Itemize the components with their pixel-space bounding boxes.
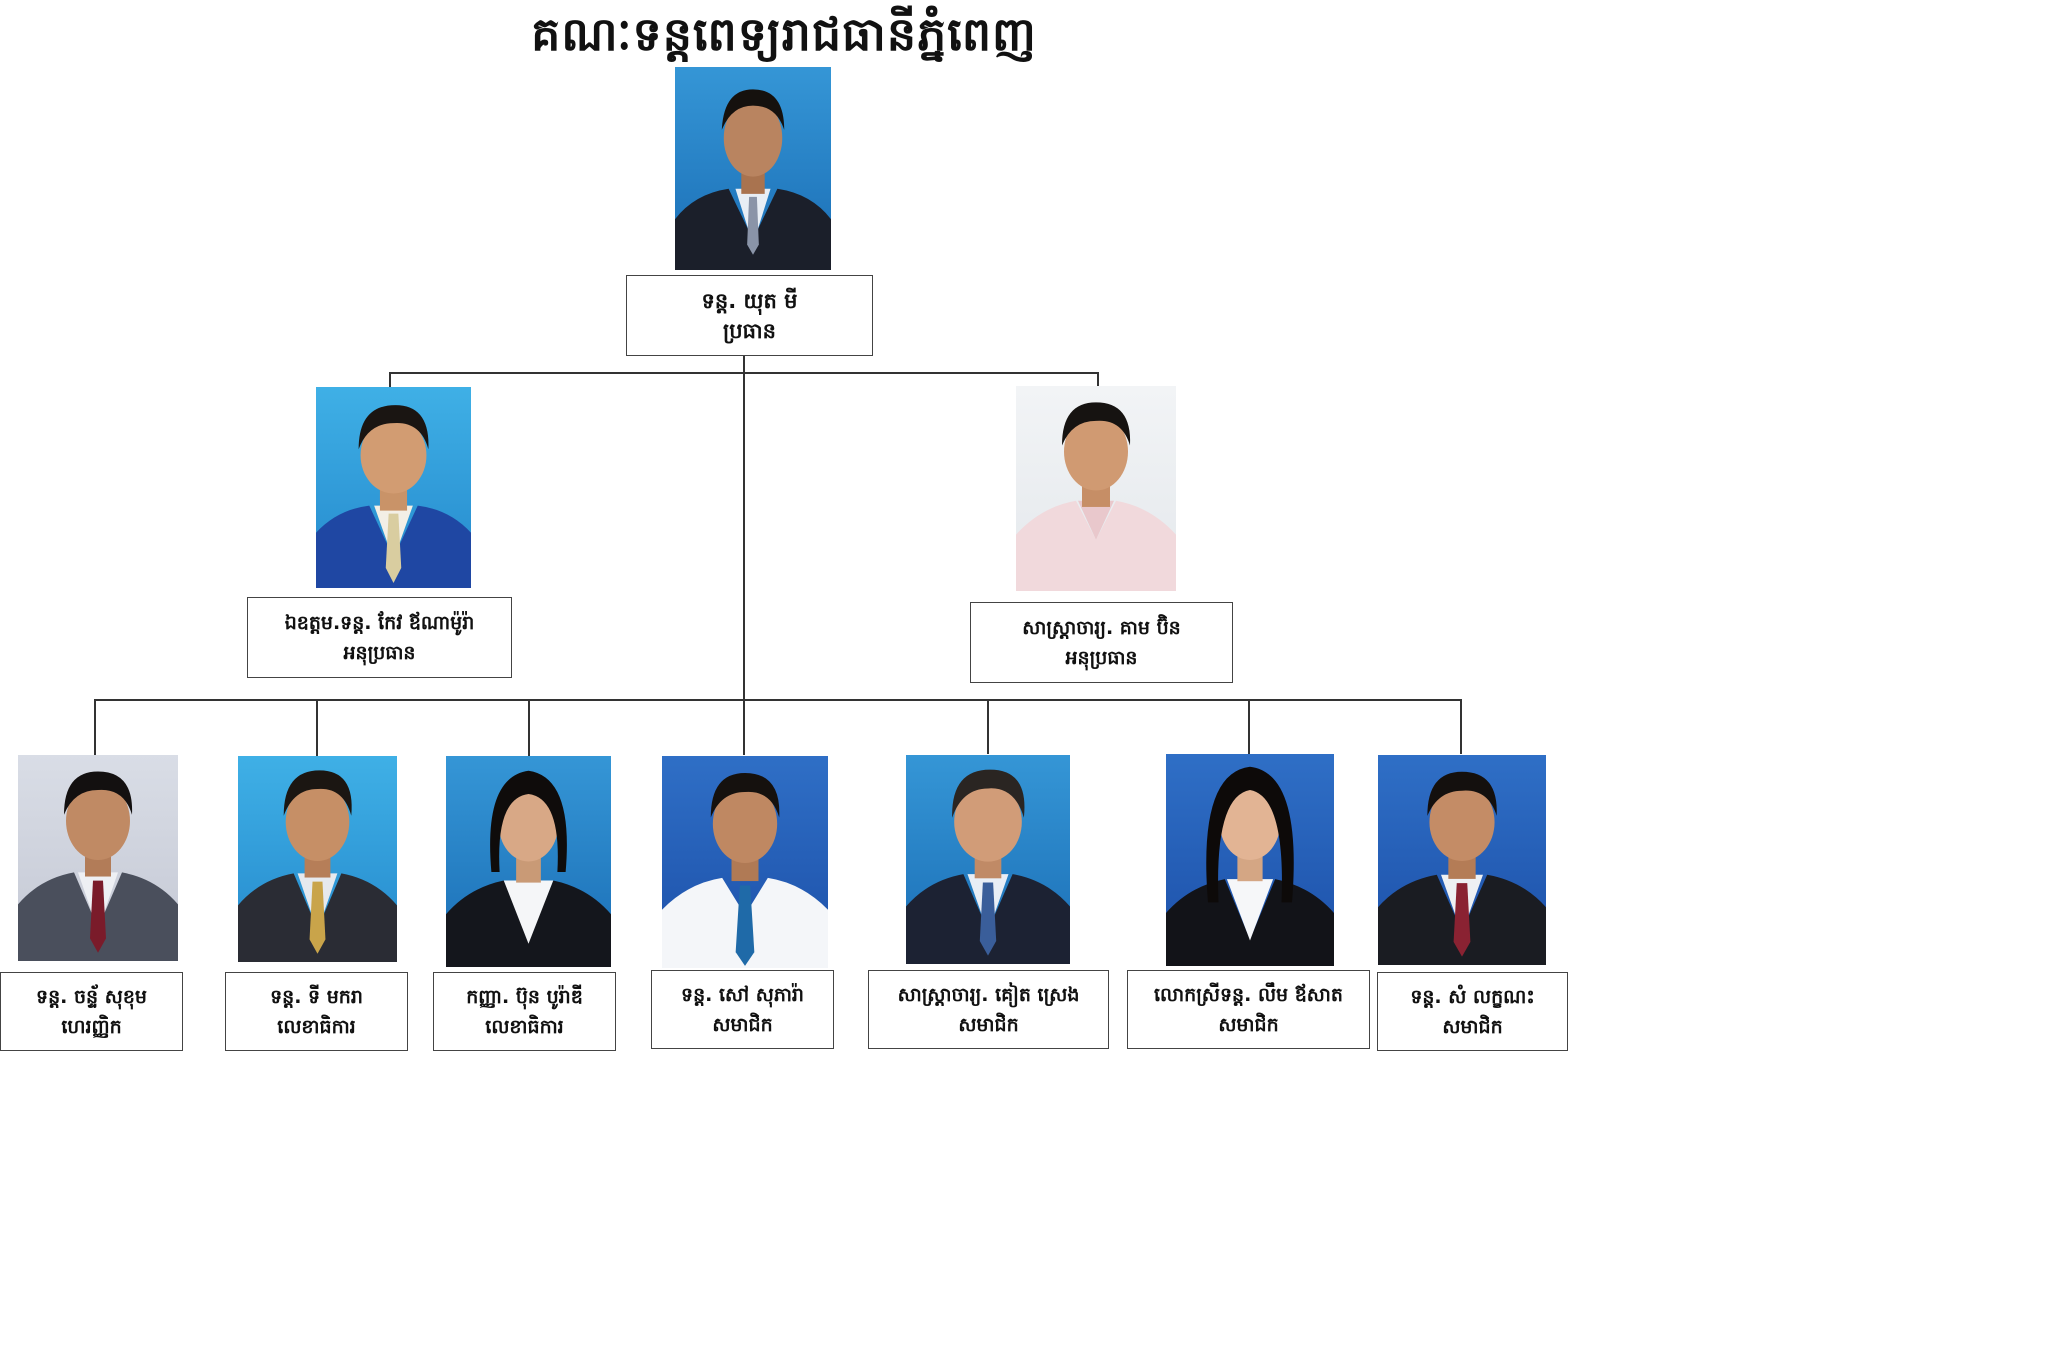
connector-member-drop	[94, 699, 96, 755]
connector-trunk	[743, 355, 745, 755]
member-card: ទន្ត. សំ លក្ខណះ សមាជិក	[1377, 972, 1568, 1051]
member-photo	[1166, 754, 1334, 966]
member-photo	[906, 755, 1070, 964]
member-photo	[662, 756, 828, 968]
member-role: លេខាធិការ	[277, 1015, 356, 1038]
page-title: គណៈទន្តពេទ្យរាជធានីភ្នំពេញ	[531, 7, 1037, 61]
vice-president-name: ឯឧត្តម.ទន្ត. កែវ ឪណាម៉ូរ៉ា	[284, 611, 475, 634]
member-card: ទន្ត. ចន្ទ័ សុខុម ហេរញ្ញិក	[0, 972, 183, 1051]
member-card: សាស្ត្រាចារ្យ. គៀត ស្រេង សមាជិក	[868, 970, 1109, 1049]
member-photo	[1378, 755, 1546, 965]
president-photo	[675, 67, 831, 270]
president-card: ទន្ត. យុត មី ប្រធាន	[626, 275, 873, 356]
president-role: ប្រធាន	[723, 318, 776, 343]
member-name: កញ្ញា. ប៊ុន បូរ៉ាឌី	[466, 985, 583, 1008]
member-role: ហេរញ្ញិក	[61, 1015, 122, 1038]
member-name: ទន្ត. សៅ សុភារ៉ា	[681, 983, 804, 1006]
member-name: ទន្ត. សំ លក្ខណះ	[1410, 985, 1535, 1008]
connector-member-drop	[987, 699, 989, 754]
connector-member-drop	[1460, 699, 1462, 754]
vice-president-card: ឯឧត្តម.ទន្ត. កែវ ឪណាម៉ូរ៉ា អនុប្រធាន	[247, 597, 512, 678]
member-role: សមាជិក	[958, 1013, 1019, 1036]
vice-president-role: អនុប្រធាន	[1065, 646, 1138, 669]
member-photo	[238, 756, 397, 962]
connector-member-drop	[1248, 699, 1250, 754]
member-role: លេខាធិការ	[485, 1015, 564, 1038]
connector-vp2-drop	[1097, 372, 1099, 387]
member-role: សមាជិក	[1442, 1015, 1503, 1038]
member-photo	[446, 756, 611, 967]
president-name: ទន្ត. យុត មី	[701, 288, 798, 313]
member-card: កញ្ញា. ប៊ុន បូរ៉ាឌី លេខាធិការ	[433, 972, 616, 1051]
member-card: ទន្ត. សៅ សុភារ៉ា សមាជិក	[651, 970, 834, 1049]
connector-vp-bar	[389, 372, 1099, 374]
connector-member-drop	[528, 699, 530, 756]
connector-member-drop	[316, 699, 318, 756]
vice-president-role: អនុប្រធាន	[343, 641, 416, 664]
member-card: លោកស្រីទន្ត. លឹម ឪសាត សមាជិក	[1127, 970, 1370, 1049]
member-card: ទន្ត. ទី មករា លេខាធិការ	[225, 972, 408, 1051]
connector-member-bar	[94, 699, 1462, 701]
member-name: សាស្ត្រាចារ្យ. គៀត ស្រេង	[897, 983, 1080, 1006]
member-name: ទន្ត. ចន្ទ័ សុខុម	[36, 985, 147, 1008]
member-name: ទន្ត. ទី មករា	[270, 985, 363, 1008]
connector-vp1-drop	[389, 372, 391, 388]
vice-president-photo	[1016, 386, 1176, 591]
vice-president-photo	[316, 387, 471, 588]
member-role: សមាជិក	[1218, 1013, 1279, 1036]
vice-president-card: សាស្ត្រាចារ្យ. គាម ប៊ិន អនុប្រធាន	[970, 602, 1233, 683]
member-role: សមាជិក	[712, 1013, 773, 1036]
member-name: លោកស្រីទន្ត. លឹម ឪសាត	[1154, 983, 1343, 1006]
member-photo	[18, 755, 178, 961]
vice-president-name: សាស្ត្រាចារ្យ. គាម ប៊ិន	[1022, 616, 1181, 639]
